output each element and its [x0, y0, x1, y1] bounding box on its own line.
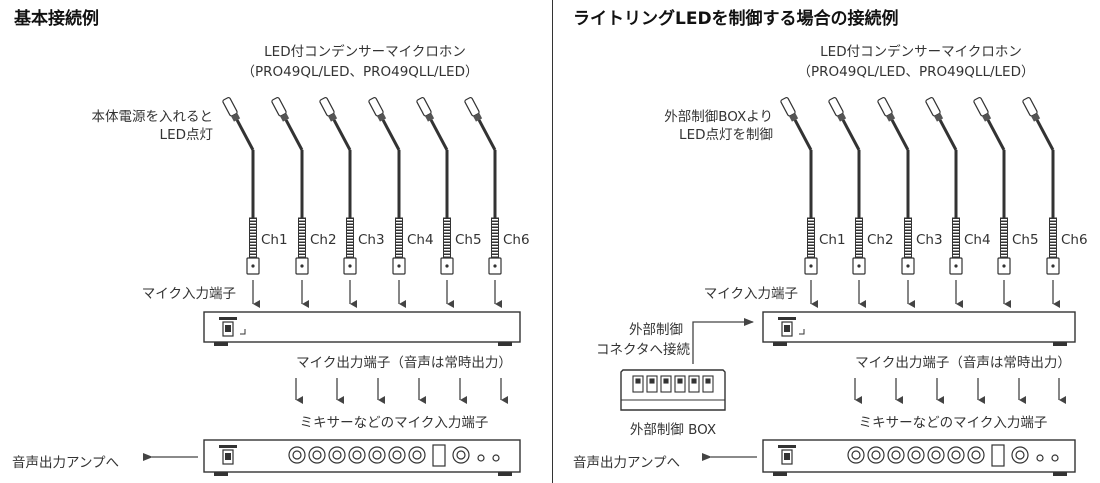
microphone-ch4	[925, 97, 963, 275]
mixer-unit	[762, 311, 1076, 346]
channel-label: Ch3	[916, 232, 943, 248]
panel-divider	[552, 0, 553, 483]
amp-label: 音声出力アンプへ	[12, 454, 119, 471]
mic-output-label: マイク出力端子（音声は常時出力）	[296, 354, 512, 371]
mic-model-name: LED付コンデンサーマイクロホン	[264, 43, 466, 60]
mic-model-numbers: （PRO49QL/LED、PRO49QLL/LED）	[798, 64, 1035, 80]
mic-model-name: LED付コンデンサーマイクロホン	[820, 43, 1022, 60]
channel-label: Ch3	[358, 232, 385, 248]
mic-to-input-arrows	[252, 280, 502, 308]
connector-arrow	[692, 318, 754, 364]
amplifier-unit	[203, 439, 521, 476]
channel-label: Ch4	[407, 232, 434, 248]
basic-connection-diagram: 基本接続例 LED付コンデンサーマイクロホン （PRO49QL/LED、PRO4…	[12, 8, 530, 476]
microphone-ch2	[271, 97, 309, 275]
channel-label: Ch2	[310, 232, 337, 248]
microphone-ch1	[222, 97, 260, 275]
control-box-label: 外部制御 BOX	[630, 422, 716, 438]
mic-input-label: マイク入力端子	[142, 286, 236, 302]
led-note-line2: LED点灯を制御	[679, 127, 773, 143]
led-note-line1: 外部制御BOXより	[664, 109, 773, 125]
output-arrows	[854, 378, 1066, 404]
mic-output-label: マイク出力端子（音声は常時出力）	[855, 354, 1071, 371]
channel-label: Ch2	[867, 232, 894, 248]
microphone-ch6	[464, 97, 502, 275]
microphone-ch2	[828, 97, 866, 275]
channel-label: Ch6	[1061, 232, 1088, 248]
led-note-line1: 本体電源を入れると	[92, 109, 214, 125]
basic-connection-panel: 基本接続例 LED付コンデンサーマイクロホン （PRO49QL/LED、PRO4…	[12, 8, 530, 476]
mic-input-label: マイク入力端子	[704, 286, 798, 302]
connector-label-line1: 外部制御	[629, 322, 683, 338]
mixer-unit	[203, 311, 521, 346]
amp-label: 音声出力アンプへ	[573, 454, 680, 471]
page-title: 基本接続例	[13, 8, 99, 29]
led-note-line2: LED点灯	[160, 127, 213, 143]
external-control-box	[620, 369, 726, 411]
microphone-ch1	[780, 97, 818, 275]
led-control-diagram: ライトリングLEDを制御する場合の接続例 LED付コンデンサーマイクロホン （P…	[573, 8, 1088, 476]
channel-label: Ch5	[1012, 232, 1039, 248]
mic-to-input-arrows	[810, 280, 1060, 308]
microphone-ch5	[973, 97, 1011, 275]
amplifier-unit	[762, 439, 1076, 476]
channel-label: Ch5	[455, 232, 482, 248]
microphone-row	[222, 97, 502, 275]
channel-label: Ch6	[503, 232, 530, 248]
microphone-ch4	[368, 97, 406, 275]
led-control-panel: ライトリングLEDを制御する場合の接続例 LED付コンデンサーマイクロホン （P…	[553, 0, 1100, 483]
mixer-input-label: ミキサーなどのマイク入力端子	[859, 415, 1048, 431]
channel-label: Ch4	[964, 232, 991, 248]
microphone-ch3	[319, 97, 357, 275]
mixer-input-label: ミキサーなどのマイク入力端子	[300, 415, 489, 431]
page-title: ライトリングLEDを制御する場合の接続例	[573, 8, 899, 29]
microphone-ch3	[877, 97, 915, 275]
connector-label-line2: コネクタへ接続	[596, 341, 690, 358]
microphone-ch5	[416, 97, 454, 275]
channel-label: Ch1	[819, 232, 846, 248]
channel-label: Ch1	[261, 232, 288, 248]
mic-model-numbers: （PRO49QL/LED、PRO49QLL/LED）	[242, 64, 479, 80]
microphone-row	[780, 97, 1060, 275]
microphone-ch6	[1022, 97, 1060, 275]
output-arrows	[295, 378, 508, 404]
